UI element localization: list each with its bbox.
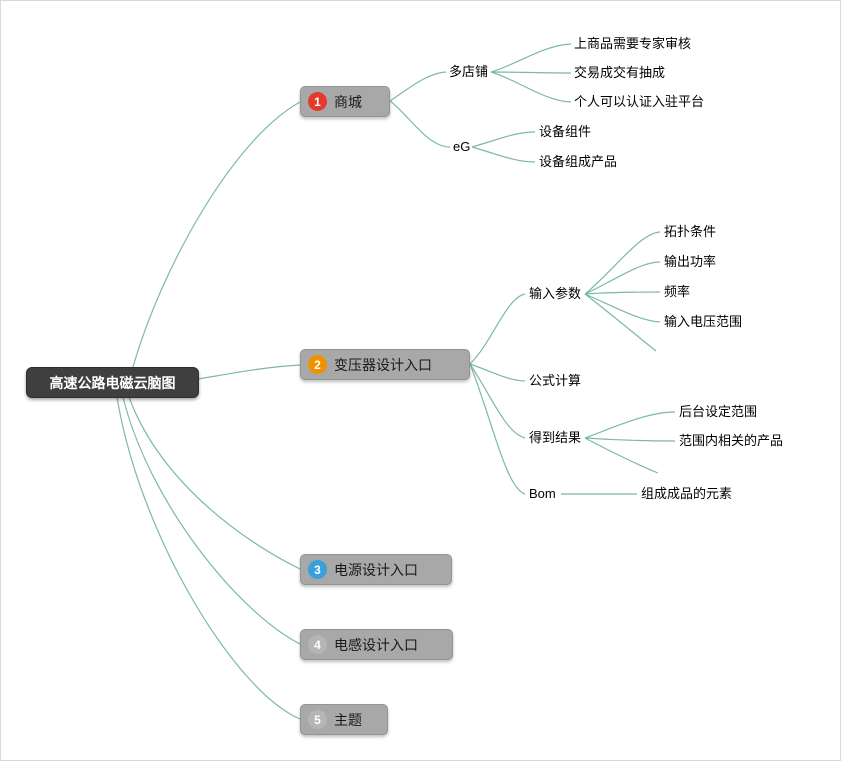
branch-node-transformer-entry[interactable]: 2 变压器设计入口: [300, 349, 470, 380]
connector-multistore-review: [490, 43, 572, 73]
node-expert-review[interactable]: 上商品需要专家审核: [574, 36, 692, 51]
node-formula-calc[interactable]: 公式计算: [529, 373, 582, 388]
connector-transformer-formula: [469, 363, 526, 382]
node-multi-store[interactable]: 多店铺: [449, 64, 489, 79]
connector-result-relatedproducts: [584, 437, 676, 442]
connector-mall-eg: [389, 100, 451, 148]
node-eg[interactable]: eG: [453, 139, 471, 154]
connector-transformer-result: [469, 363, 526, 439]
connector-root-mall: [132, 101, 301, 368]
priority-5-icon: 5: [308, 710, 327, 729]
connector-root-power: [128, 396, 301, 570]
connector-result-backendrange: [584, 411, 676, 439]
branch-label-inductor-entry: 电感设计入口: [334, 636, 418, 653]
connector-inputparams-frequency: [584, 291, 661, 295]
node-input-voltage-range[interactable]: 输入电压范围: [664, 314, 743, 329]
node-frequency[interactable]: 频率: [664, 284, 691, 299]
connector-root-transformer: [197, 364, 301, 380]
connector-multistore-personal: [490, 71, 572, 103]
branch-label-power-entry: 电源设计入口: [334, 561, 418, 578]
node-bom-elements[interactable]: 组成成品的元素: [641, 486, 733, 501]
connector-root-topic: [116, 396, 301, 720]
node-topology-condition[interactable]: 拓扑条件: [664, 224, 717, 239]
priority-3-icon: 3: [308, 560, 327, 579]
branch-label-mall: 商城: [334, 93, 362, 110]
node-bom[interactable]: Bom: [529, 486, 556, 501]
node-personal-certification[interactable]: 个人可以认证入驻平台: [574, 94, 705, 109]
connector-inputparams-topology: [584, 231, 661, 295]
node-device-component[interactable]: 设备组件: [539, 124, 592, 139]
node-get-result[interactable]: 得到结果: [529, 430, 582, 445]
priority-4-icon: 4: [308, 635, 327, 654]
branch-node-topic[interactable]: 5 主题: [300, 704, 388, 735]
connector-eg-product: [471, 146, 536, 163]
node-output-power[interactable]: 输出功率: [664, 254, 717, 269]
connector-inputparams-tail: [584, 293, 657, 352]
node-input-params[interactable]: 输入参数: [529, 286, 582, 301]
priority-1-icon: 1: [308, 92, 327, 111]
branch-node-mall[interactable]: 1 商城: [300, 86, 390, 117]
connector-transformer-inputparams: [469, 293, 526, 365]
node-commission[interactable]: 交易成交有抽成: [574, 65, 666, 80]
branch-node-inductor-entry[interactable]: 4 电感设计入口: [300, 629, 453, 660]
connector-result-tail: [584, 437, 659, 474]
root-node[interactable]: 高速公路电磁云脑图: [26, 367, 199, 398]
branch-node-power-entry[interactable]: 3 电源设计入口: [300, 554, 452, 585]
connector-inputparams-voltagerange: [584, 293, 661, 323]
node-related-products[interactable]: 范围内相关的产品: [679, 433, 784, 448]
connector-root-inductor: [122, 396, 301, 645]
connector-transformer-bom: [469, 363, 526, 495]
priority-2-icon: 2: [308, 355, 327, 374]
branch-label-topic: 主题: [334, 711, 362, 728]
connector-eg-component: [471, 131, 536, 148]
connector-multistore-commission: [490, 71, 572, 74]
connector-mall-multistore: [389, 71, 447, 102]
node-backend-range[interactable]: 后台设定范围: [679, 404, 758, 419]
connector-inputparams-outputpower: [584, 261, 661, 295]
branch-label-transformer-entry: 变压器设计入口: [334, 356, 432, 373]
node-device-product[interactable]: 设备组成产品: [539, 154, 618, 169]
